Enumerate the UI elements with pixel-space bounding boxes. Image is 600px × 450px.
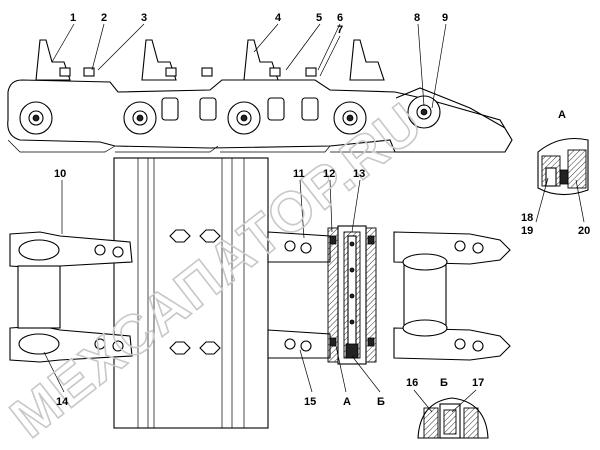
callout-12: 12 [323,168,335,180]
callout-15: 15 [304,396,316,408]
callout-19: 19 [521,225,533,237]
detail-a [537,137,589,196]
chain-plan-view [9,157,511,429]
callout-numbers: 1 2 3 4 5 6 7 8 9 10 11 12 13 14 15 16 1… [54,12,590,408]
section-labels: А А Б Б [343,109,566,408]
callout-7: 7 [337,24,343,36]
callout-10: 10 [54,168,66,180]
bolt-heads [59,67,317,77]
callout-1: 1 [70,12,76,24]
callout-3: 3 [141,12,147,24]
section-a-label: А [343,396,351,408]
callout-6: 6 [337,12,343,24]
callout-9: 9 [442,12,448,24]
callout-18: 18 [521,212,533,224]
callout-11: 11 [293,168,305,180]
callout-14: 14 [56,396,69,408]
detail-b-title: Б [440,377,448,389]
callout-2: 2 [101,12,107,24]
chain-side-view [7,39,513,153]
section-b-label: Б [377,396,385,408]
leader-lines [43,23,585,413]
callout-17: 17 [472,377,484,389]
callout-13: 13 [353,168,365,180]
callout-5: 5 [316,12,322,24]
detail-b [417,397,489,439]
callout-20: 20 [578,225,590,237]
detail-a-title: А [558,109,566,121]
callout-8: 8 [414,12,420,24]
callout-16: 16 [406,377,418,389]
callout-4: 4 [275,12,282,24]
pin-bosses [19,95,441,135]
